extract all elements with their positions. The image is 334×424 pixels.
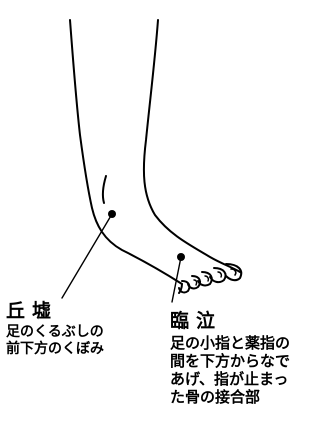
leader-line-rinkyu: [171, 256, 182, 303]
ankle-bone-line: [101, 175, 107, 204]
leg-front-outline: [142, 19, 241, 273]
acupoint-marker-kyukyo: [108, 210, 116, 218]
acupoint-desc-line: た骨の接合部: [170, 388, 261, 406]
acupoint-marker-rinkyu: [177, 253, 185, 261]
toenail-3: [204, 275, 210, 282]
acupoint-name-kyukyo: 丘墟: [6, 300, 59, 322]
acupoint-desc-line: 間を下方からなで: [170, 352, 291, 370]
toenail-2: [217, 271, 223, 278]
leader-line-kyukyo: [61, 213, 113, 299]
toe-big: [225, 263, 243, 282]
acupoint-desc-line: あげ、指が止まっ: [170, 370, 289, 388]
toenail-big: [230, 268, 237, 276]
acupoint-name-rinkyu: 臨泣: [170, 310, 223, 332]
acupoint-desc-line: 足のくるぶしの: [6, 324, 104, 340]
acupoint-label-rinkyu: 臨泣 足の小指と薬指の 間を下方からなで あげ、指が止まっ た骨の接合部: [170, 310, 290, 406]
leg-back-outline: [69, 19, 183, 285]
sole-outline: [178, 283, 183, 294]
acupoint-desc-line: 足の小指と薬指の: [170, 334, 291, 352]
toe-2: [209, 267, 227, 284]
toenail-4: [193, 279, 198, 286]
acupoint-desc-line: 前下方のくぼみ: [6, 341, 104, 357]
acupoint-label-kyukyo: 丘墟 足のくるぶしの 前下方のくぼみ: [6, 300, 104, 358]
